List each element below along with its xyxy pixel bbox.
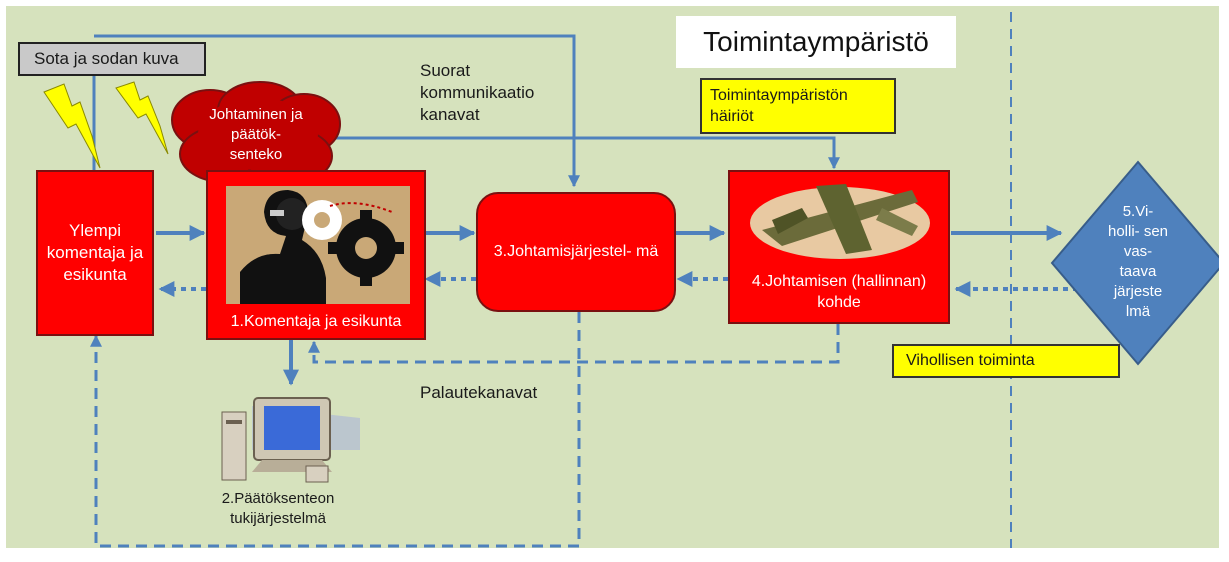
enemy-action-label: Vihollisen toiminta (906, 352, 1035, 369)
node-commander: 1.Komentaja ja esikunta (206, 170, 426, 340)
lightning-icon (115, 81, 169, 155)
node-commander-label: 1.Komentaja ja esikunta (230, 313, 402, 330)
cloud-label: Johtaminen ja päätök- senteko (209, 106, 303, 163)
war-label-box: Sota ja sodan kuva (18, 42, 206, 76)
disturbances-label: Toimintaympäristön häiriöt (710, 87, 848, 125)
computer-icon (221, 397, 360, 483)
feedback-loop-outer (90, 312, 581, 548)
direct-channels-label: Suorat kommunikaatio kanavat (420, 61, 535, 124)
node-enemy-system-label: 5.Vi- holli- sen vas- taava järjeste lmä (1107, 203, 1169, 320)
node-higher-command: Ylempi komentaja ja esikunta (36, 170, 154, 336)
direct-channel-line (94, 34, 580, 188)
lightning-icon (43, 83, 101, 169)
feedback-loop-target (308, 324, 840, 364)
aircraft-icon (750, 184, 930, 259)
feedback-channels-label: Palautekanavat (420, 383, 538, 402)
node-target: 4.Johtamisen (hallinnan) kohde (728, 170, 950, 324)
disturbances-note: Toimintaympäristön häiriöt (700, 78, 896, 134)
node-enemy-system (1050, 160, 1219, 366)
node-command-system: 3.Johtamisjärjestel- mä (476, 192, 676, 312)
node-target-label: 4.Johtamisen (hallinnan) kohde (751, 273, 927, 311)
environment-title: Toimintaympäristö (703, 26, 929, 57)
node-higher-command-label: Ylempi komentaja ja esikunta (46, 221, 144, 284)
commander-gears-icon (226, 186, 410, 304)
enemy-action-note: Vihollisen toiminta (892, 344, 1120, 378)
diagram-canvas: Toimintaympäristö Sota ja sodan kuva Joh… (6, 6, 1219, 548)
node-support-system-label: 2.Päätöksenteon tukijärjestelmä (221, 490, 335, 527)
war-label: Sota ja sodan kuva (34, 49, 179, 68)
environment-title-box: Toimintaympäristö (676, 16, 956, 68)
node-command-system-label: 3.Johtamisjärjestel- mä (493, 243, 659, 260)
decision-making-cloud (171, 81, 341, 185)
